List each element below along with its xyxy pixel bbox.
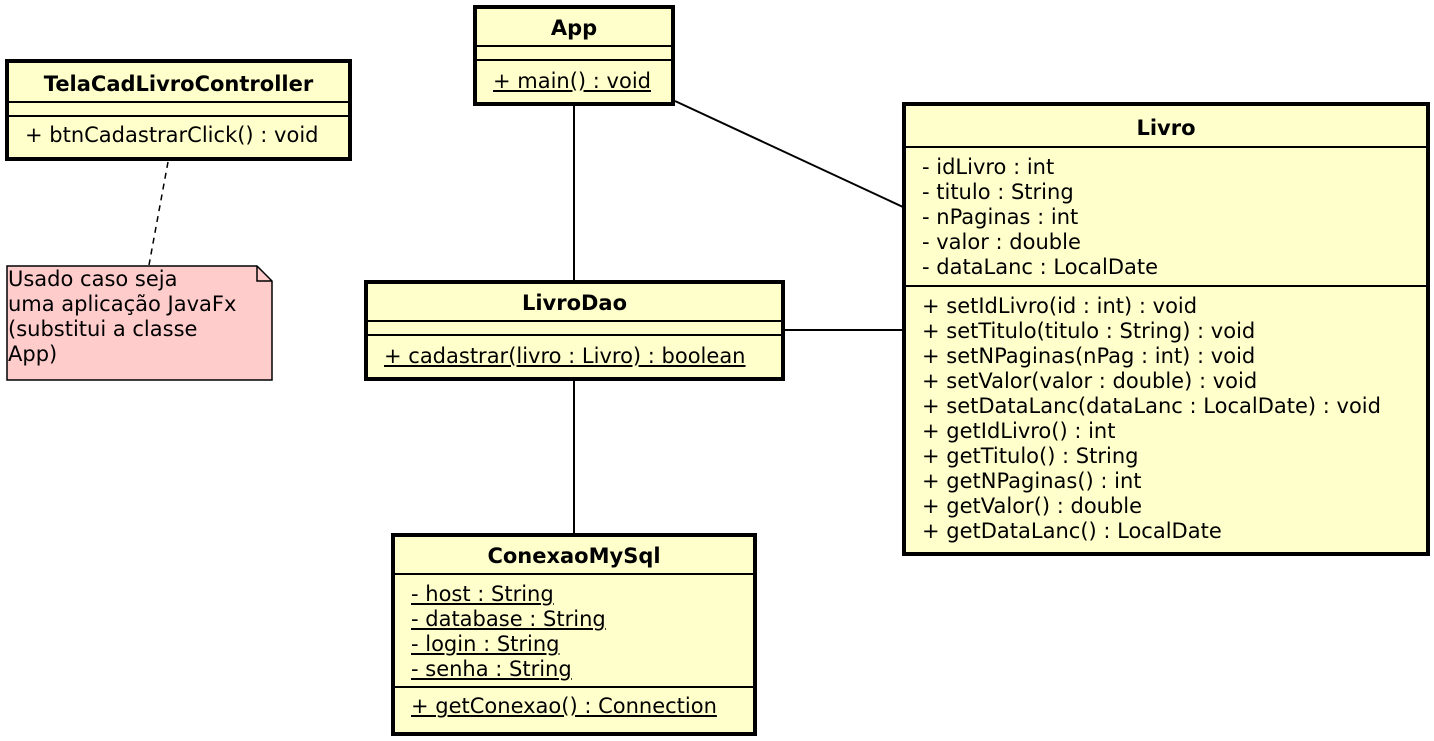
methods-section: + getConexao() : Connection: [395, 688, 753, 723]
method: + setDataLanc(dataLanc : LocalDate) : vo…: [922, 394, 1381, 418]
method: + cadastrar(livro : Livro) : boolean: [384, 344, 746, 368]
methods-section: + btnCadastrarClick() : void: [9, 117, 348, 152]
attribute: - database : String: [411, 607, 606, 631]
methods-section: + cadastrar(livro : Livro) : boolean: [368, 336, 781, 373]
class-title: App: [477, 9, 671, 47]
method: + setIdLivro(id : int) : void: [922, 294, 1198, 318]
method: + main() : void: [493, 69, 651, 93]
method: + getTitulo() : String: [922, 444, 1139, 468]
attribute: - dataLanc : LocalDate: [922, 255, 1159, 279]
class-livro-dao[interactable]: LivroDao + cadastrar(livro : Livro) : bo…: [364, 280, 785, 381]
class-title: TelaCadLivroController: [9, 63, 348, 103]
attribute: - nPaginas : int: [922, 205, 1079, 229]
note-text: Usado caso seja uma aplicação JavaFx (su…: [8, 267, 236, 367]
attributes-section: [477, 47, 671, 61]
note-shape: [6, 265, 273, 381]
method: + getValor() : double: [922, 494, 1143, 518]
methods-section: + main() : void: [477, 61, 671, 98]
note[interactable]: Usado caso seja uma aplicação JavaFx (su…: [6, 265, 274, 382]
method: + getConexao() : Connection: [411, 694, 717, 718]
method: + setValor(valor : double) : void: [922, 369, 1258, 393]
attributes-section: - idLivro : int - titulo : String - nPag…: [906, 148, 1426, 287]
method: + getNPaginas() : int: [922, 469, 1142, 493]
method: + getDataLanc() : LocalDate: [922, 519, 1222, 543]
class-app[interactable]: App + main() : void: [473, 5, 675, 106]
method: + setTitulo(titulo : String) : void: [922, 319, 1256, 343]
attribute: - valor : double: [922, 230, 1081, 254]
attribute: - login : String: [411, 632, 560, 656]
note-line: App): [8, 342, 58, 366]
method: + getIdLivro() : int: [922, 419, 1116, 443]
attribute: - host : String: [411, 582, 554, 606]
attribute: - idLivro : int: [922, 155, 1055, 179]
attributes-section: - host : String - database : String - lo…: [395, 575, 753, 688]
class-title: ConexaoMySql: [395, 537, 753, 575]
class-title: Livro: [906, 106, 1426, 148]
class-conexao-mysql[interactable]: ConexaoMySql - host : String - database …: [391, 533, 757, 736]
note-anchor-line: [148, 161, 169, 266]
class-tela-cad-livro-controller[interactable]: TelaCadLivroController + btnCadastrarCli…: [5, 59, 352, 161]
attribute: - senha : String: [411, 657, 572, 681]
attribute: - titulo : String: [922, 180, 1074, 204]
note-line: Usado caso seja: [8, 267, 178, 291]
assoc-app-livro: [674, 100, 904, 208]
note-line: (substitui a classe: [8, 317, 198, 341]
method: + btnCadastrarClick() : void: [25, 123, 319, 147]
methods-section: + setIdLivro(id : int) : void + setTitul…: [906, 287, 1426, 548]
note-line: uma aplicação JavaFx: [8, 292, 237, 316]
attributes-section: [9, 103, 348, 117]
class-livro[interactable]: Livro - idLivro : int - titulo : String …: [902, 102, 1430, 556]
attributes-section: [368, 322, 781, 336]
class-title: LivroDao: [368, 284, 781, 322]
method: + setNPaginas(nPag : int) : void: [922, 344, 1256, 368]
